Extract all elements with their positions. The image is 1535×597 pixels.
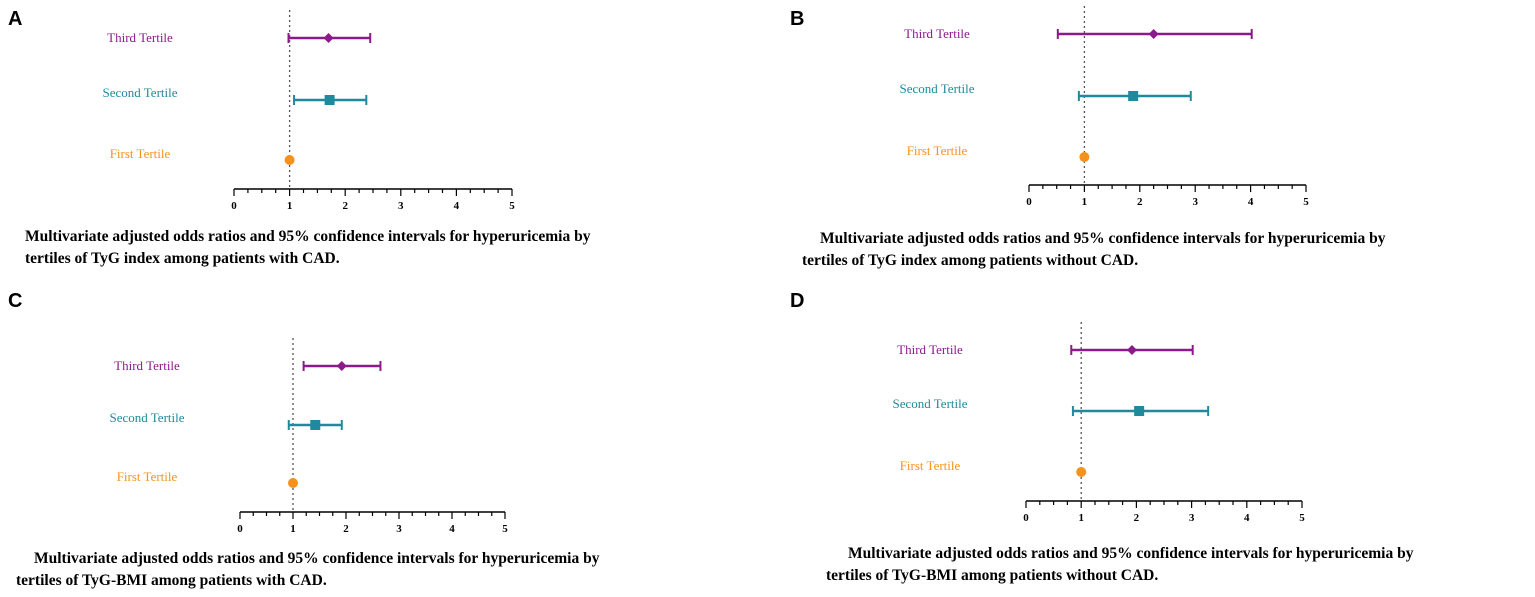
category-label: Third Tertile: [114, 358, 180, 373]
tick-label: 5: [509, 200, 515, 212]
tick-label: 0: [1026, 196, 1032, 208]
point-estimate: [324, 95, 335, 105]
tick-label: 5: [1299, 512, 1305, 524]
tick-label: 1: [1082, 196, 1088, 208]
category-label: First Tertile: [907, 143, 968, 158]
caption-line-1: Multivariate adjusted odds ratios and 95…: [820, 230, 1386, 247]
tick-label: 0: [1023, 512, 1029, 524]
tick-label: 0: [237, 523, 243, 535]
category-label: Second Tertile: [109, 410, 184, 425]
tick-label: 2: [343, 523, 349, 535]
panel-letter: D: [790, 290, 805, 312]
point-estimate: [1076, 467, 1087, 477]
category-label: Third Tertile: [897, 342, 963, 357]
tick-label: 5: [502, 523, 508, 535]
panel-letter: B: [790, 8, 805, 30]
point-estimate: [323, 33, 334, 43]
tick-label: 4: [1248, 196, 1254, 208]
tick-label: 4: [449, 523, 455, 535]
category-label: Third Tertile: [107, 30, 173, 45]
tick-label: 4: [454, 200, 460, 212]
category-label: Second Tertile: [899, 81, 974, 96]
point-estimate: [1126, 345, 1137, 355]
tick-label: 1: [287, 200, 293, 212]
caption-line-2: tertiles of TyG index among patients wit…: [802, 252, 1139, 269]
tick-label: 3: [398, 200, 404, 212]
point-estimate: [1148, 29, 1159, 39]
category-label: First Tertile: [110, 146, 171, 161]
tick-label: 3: [396, 523, 402, 535]
point-estimate: [284, 155, 295, 165]
tick-label: 1: [1078, 512, 1084, 524]
point-estimate: [1128, 91, 1139, 101]
tick-label: 1: [290, 523, 296, 535]
caption-line-1: Multivariate adjusted odds ratios and 95…: [848, 545, 1414, 562]
tick-label: 2: [342, 200, 348, 212]
tick-label: 3: [1192, 196, 1198, 208]
caption-line-2: tertiles of TyG-BMI among patients with …: [16, 572, 327, 589]
category-label: First Tertile: [900, 458, 961, 473]
caption-line-1: Multivariate adjusted odds ratios and 95…: [34, 550, 600, 567]
caption-line-1: Multivariate adjusted odds ratios and 95…: [25, 228, 591, 245]
panel-letter: C: [8, 290, 23, 312]
panel-letter: A: [8, 8, 23, 30]
point-estimate: [336, 361, 347, 371]
tick-label: 0: [231, 200, 237, 212]
category-label: Third Tertile: [904, 26, 970, 41]
category-label: Second Tertile: [892, 396, 967, 411]
caption-line-2: tertiles of TyG-BMI among patients witho…: [826, 567, 1159, 584]
tick-label: 5: [1303, 196, 1309, 208]
category-label: First Tertile: [117, 469, 178, 484]
category-label: Second Tertile: [102, 85, 177, 100]
tick-label: 2: [1137, 196, 1143, 208]
caption-line-2: tertiles of TyG index among patients wit…: [25, 250, 340, 267]
point-estimate: [288, 478, 298, 488]
point-estimate: [1134, 406, 1145, 416]
tick-label: 3: [1189, 512, 1195, 524]
point-estimate: [310, 420, 321, 430]
point-estimate: [1079, 152, 1090, 162]
tick-label: 2: [1134, 512, 1140, 524]
tick-label: 4: [1244, 512, 1250, 524]
